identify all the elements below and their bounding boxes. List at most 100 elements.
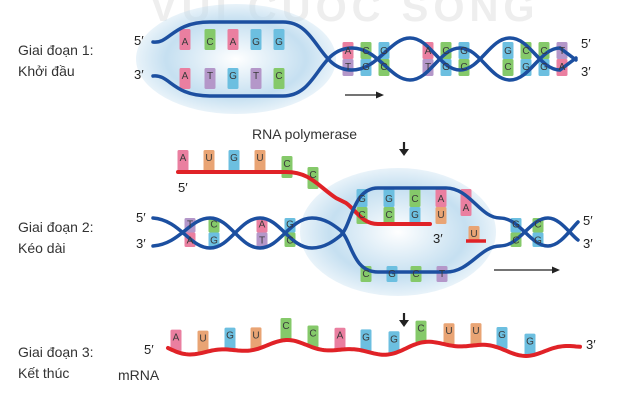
- rna-end-3: 3′: [433, 231, 443, 246]
- stage3-mrna-base-6-letter: A: [337, 331, 344, 342]
- stage2-bubble-bottom-base-3-letter: T: [439, 269, 445, 280]
- stage2-incoming-pair: [468, 226, 480, 240]
- stage2-rna-base-4-letter: C: [283, 159, 290, 170]
- stage3-mrna-base-0: [170, 329, 182, 352]
- stage2-rna-paired-base-3-letter: U: [437, 210, 444, 221]
- stage3-label: Giai đoạn 3: Kết thúc: [18, 342, 94, 384]
- stage2-label-line1: Giai đoạn 2:: [18, 219, 94, 235]
- stage3-mrna-base-6: [334, 327, 346, 350]
- stage2-rna-paired-base-2: [409, 207, 421, 224]
- stage2-left-pair-3-bottom-letter: C: [286, 236, 293, 247]
- stage2-template-base-1: [383, 189, 395, 207]
- stage2-left-pair-2-bottom-letter: T: [259, 236, 265, 247]
- stage2-end-left-top: 5′: [136, 210, 146, 225]
- stage2-template-base-2-letter: C: [411, 194, 418, 205]
- stage1-helix-pair-5-bottom: [458, 59, 470, 76]
- stage2-rna-base-0-letter: A: [180, 153, 187, 164]
- stage3-mrna-base-10-letter: U: [445, 326, 452, 337]
- stage3-mrna-base-3: [250, 327, 262, 350]
- stage2-bubble-bottom-base-2-letter: C: [412, 269, 419, 280]
- stage1-helix-pair-3-bottom-letter: T: [425, 62, 431, 73]
- stage2-template-base-3-letter: A: [438, 194, 445, 205]
- stage3-mrna-base-2-letter: G: [226, 331, 234, 342]
- stage1-helix-pair-8-top-letter: C: [540, 46, 547, 57]
- stage3-mrna-base-12-letter: G: [498, 330, 506, 341]
- stage1-end-left-bottom: 3′: [134, 67, 144, 82]
- stage2-left-pair-2-bottom: [256, 232, 268, 247]
- stage1-helix-pair-6-bottom: [502, 59, 514, 76]
- stage1-direction-arrow-head: [376, 91, 384, 99]
- stage1-bubble-top-base-2: [227, 29, 239, 50]
- stage2-nascent-rna: [176, 170, 432, 226]
- stage3-mrna-base-1: [197, 330, 209, 353]
- stage1-end-right-bottom: 3′: [581, 64, 591, 79]
- stage2-bubble-bottom-base-1: [386, 266, 398, 282]
- stage3-mrna-base-11-letter: U: [472, 326, 479, 337]
- stage1-bubble-top-base-3: [250, 29, 262, 50]
- stage1-bubble-bottom-base-2-letter: G: [229, 71, 237, 82]
- rna-polymerase-label: RNA polymerase: [252, 126, 358, 142]
- stage2-rna-base-2: [228, 150, 240, 172]
- stage1-helix-pair-2-top-letter: G: [380, 46, 388, 57]
- stage1-end-left-top: 5′: [134, 33, 144, 48]
- stage3-mrna-base-1-letter: U: [199, 334, 206, 345]
- stage2-left-pair-2-top: [256, 218, 268, 233]
- stage3-mrna-base-8: [388, 331, 400, 354]
- nucleotide-bases: [170, 29, 568, 356]
- stage1-helix-pair-0-top: [342, 42, 354, 59]
- stage2-end-right-top: 5′: [583, 213, 593, 228]
- stage1-helix-pair-1-bottom-letter: G: [362, 62, 370, 73]
- stage3-mrna-base-9-letter: C: [417, 324, 424, 335]
- stage1-bubble-top-base-1: [204, 29, 216, 50]
- stage1-bubble-top-base-2-letter: A: [230, 37, 237, 48]
- stage2-polymerase: [300, 168, 496, 296]
- stage1-bubble-bottom-base-0-letter: A: [182, 71, 189, 82]
- stage1-helix-pair-8-bottom-letter: G: [540, 62, 548, 73]
- stage3-label-line1: Giai đoạn 3:: [18, 344, 94, 360]
- stage2-bubble-bottom-base-3: [436, 266, 448, 282]
- stage3-mrna-base-4: [280, 318, 292, 341]
- stage1-helix-pair-6-top: [502, 42, 514, 59]
- stage2-incoming-base-letter: A: [463, 203, 470, 214]
- stage2-label: Giai đoạn 2: Kéo dài: [18, 217, 94, 259]
- stage2-rna-paired-base-3: [435, 207, 447, 224]
- rna-end-5: 5′: [178, 180, 188, 195]
- stage1-helix-pair-5-top-letter: G: [460, 46, 468, 57]
- stage1-bubble-top-base-1-letter: C: [206, 37, 213, 48]
- stage2-right-pair-1-bottom-letter: G: [534, 236, 542, 247]
- stage2-left-pair-1-bottom-letter: G: [210, 236, 218, 247]
- stage3-mrna-base-10: [443, 323, 455, 346]
- stage2-to-stage3-arrow-head: [399, 320, 409, 327]
- stage2-template-base-0-letter: G: [358, 194, 366, 205]
- stage2-end-right-bottom: 3′: [583, 236, 593, 251]
- stage1-bubble-bottom-base-4: [273, 68, 285, 89]
- stage1-dna-top-strand: [151, 20, 578, 72]
- stage2-rna-base-2-letter: G: [230, 153, 238, 164]
- stage1-helix-pair-2-bottom-letter: C: [380, 62, 387, 73]
- stage2-rna-paired-base-1: [383, 207, 395, 224]
- stage3-mrna-base-5-letter: C: [309, 328, 316, 339]
- stage1-helix-pair-4-bottom-letter: G: [442, 62, 450, 73]
- stage1-label-line2: Khởi đầu: [18, 63, 75, 79]
- stage2-end-left-bottom: 3′: [136, 236, 146, 251]
- stage2-template-base-3: [435, 189, 447, 207]
- stage2-direction-arrow-head: [552, 266, 560, 274]
- stage1-helix-pair-6-bottom-letter: C: [504, 62, 511, 73]
- stage1-bubble-top-base-4-letter: G: [275, 37, 283, 48]
- stage2-rna-base-3-letter: U: [256, 153, 263, 164]
- stage1-dna-bottom-strand: [151, 46, 578, 98]
- stage1-bubble-bottom-base-3: [250, 68, 262, 89]
- stage2-rna-paired-base-0-letter: C: [358, 210, 365, 221]
- stage3-mrna-base-3-letter: U: [252, 330, 259, 341]
- stage1-bubble-bottom-base-0: [179, 68, 191, 89]
- stage2-label-line2: Kéo dài: [18, 240, 66, 256]
- stage1-label-line1: Giai đoạn 1:: [18, 42, 94, 58]
- stage1-helix-pair-6-top-letter: G: [504, 46, 512, 57]
- stage3-mrna-base-7: [360, 329, 372, 352]
- stage3-mrna-base-13-letter: G: [526, 337, 534, 348]
- stage3-mrna-base-9: [415, 320, 427, 343]
- stage3-end-5: 5′: [144, 342, 154, 357]
- stage1-bubble-bottom-base-3-letter: T: [253, 71, 259, 82]
